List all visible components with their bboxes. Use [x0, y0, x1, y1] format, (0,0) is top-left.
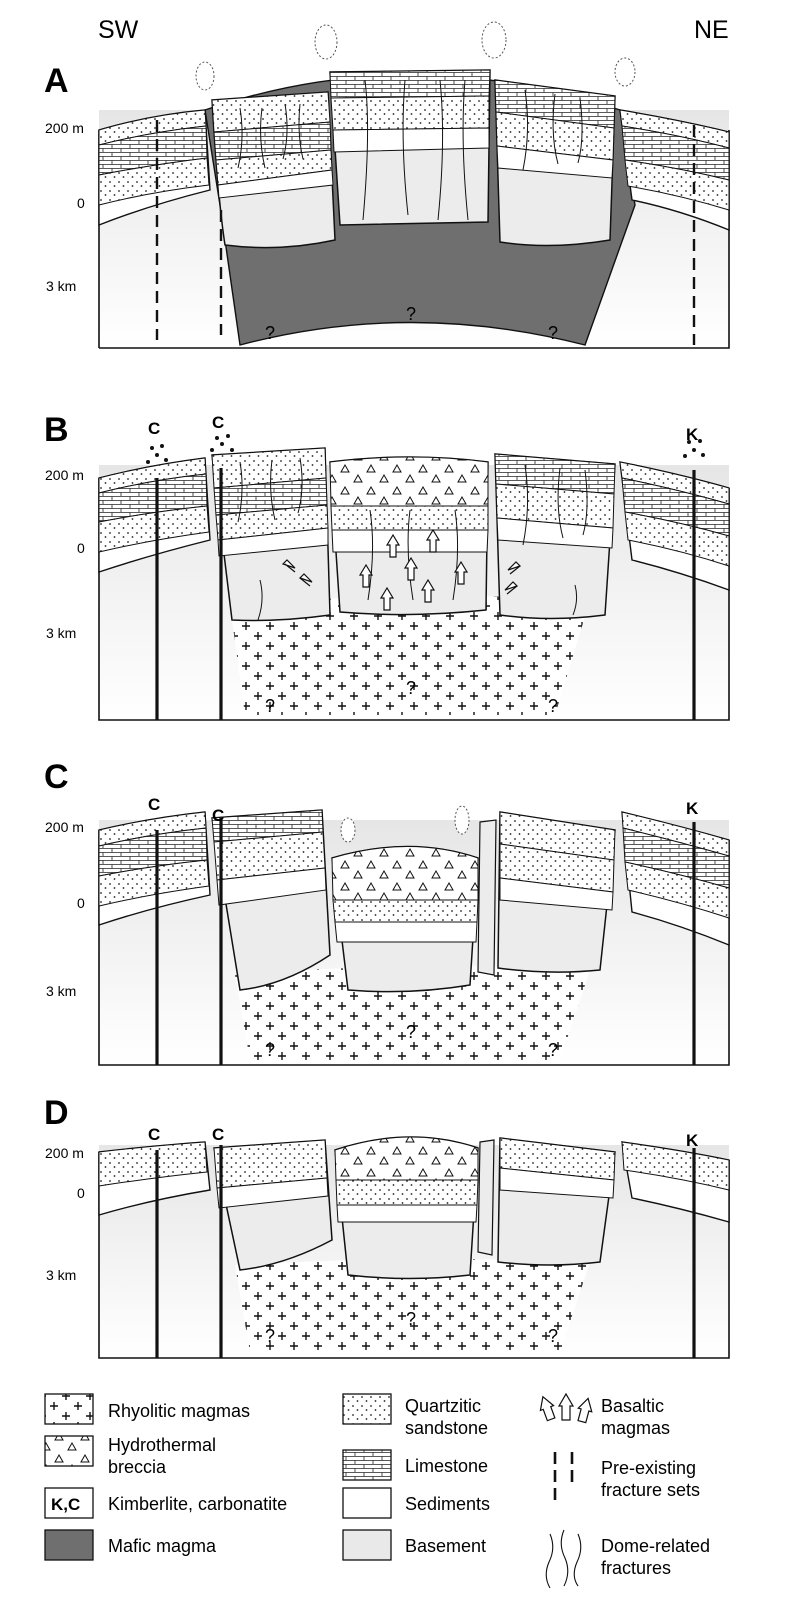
panel-d-letter: D: [44, 1094, 69, 1132]
legend-swatch-basement: [342, 1529, 392, 1561]
panel-c-depth-200m: 200 m: [45, 819, 84, 835]
legend-swatch-limestone: [342, 1449, 392, 1481]
panel-d-question-3: ?: [548, 1326, 558, 1346]
panel-d-depth-3km: 3 km: [46, 1267, 76, 1283]
legend-label-kc: Kimberlite, carbonatite: [108, 1494, 287, 1514]
panel-d-depth-0: 0: [77, 1185, 85, 1201]
panel-a-depth-200m: 200 m: [45, 120, 84, 136]
legend-swatch-basaltic-arrows: [539, 1392, 593, 1424]
panel-d-vent-label-1: C: [148, 1125, 160, 1144]
panel-c-depth-3km: 3 km: [46, 983, 76, 999]
panel-b: B 200 m 0 3 km: [44, 411, 730, 721]
panel-b-vent-label-3: K: [686, 425, 699, 444]
panel-b-question-1: ?: [265, 696, 275, 716]
legend-swatch-sediments: [342, 1487, 392, 1519]
legend-label-rhyolitic: Rhyolitic magmas: [108, 1401, 250, 1421]
panel-b-vent-label-1: C: [148, 419, 160, 438]
legend-label-quartzitic-2: sandstone: [405, 1418, 488, 1438]
panel-b-depth-0: 0: [77, 540, 85, 556]
legend-label-limestone: Limestone: [405, 1456, 488, 1476]
panel-b-letter: B: [44, 411, 69, 449]
panel-a: A 200 m 0 3 km: [44, 21, 730, 349]
panel-b-question-3: ?: [548, 696, 558, 716]
panel-a-depth-3km: 3 km: [46, 278, 76, 294]
panel-d-vent-label-2: C: [212, 1125, 224, 1144]
legend-swatch-rhyolitic: [44, 1393, 94, 1425]
legend-label-breccia-2: breccia: [108, 1457, 167, 1477]
panel-b-depth-200m: 200 m: [45, 467, 84, 483]
legend-swatch-mafic: [44, 1529, 94, 1561]
panel-c: C 200 m 0 3 km: [44, 758, 730, 1066]
legend-label-dome-1: Dome-related: [601, 1536, 710, 1556]
legend-swatch-quartzitic: [342, 1393, 392, 1425]
legend-swatch-dome-fractures: [545, 1529, 582, 1589]
panel-c-question-2: ?: [406, 1022, 416, 1042]
panel-b-question-2: ?: [406, 678, 416, 698]
panel-b-vent-label-2: C: [212, 413, 224, 432]
legend-swatch-preexisting-fractures: [553, 1452, 574, 1500]
panel-c-depth-0: 0: [77, 895, 85, 911]
panel-b-depth-3km: 3 km: [46, 625, 76, 641]
legend-label-basement: Basement: [405, 1536, 486, 1556]
panel-a-depth-0: 0: [77, 195, 85, 211]
panel-c-vent-label-2: C: [212, 806, 224, 825]
panel-d-depth-200m: 200 m: [45, 1145, 84, 1161]
orientation-sw-label: SW: [98, 16, 139, 44]
legend-swatch-kc: [44, 1487, 94, 1519]
legend-label-fracture-2: fracture sets: [601, 1480, 700, 1500]
panel-a-question-2: ?: [406, 304, 416, 324]
orientation-ne-label: NE: [694, 16, 729, 44]
legend: Rhyolitic magmas Hydrothermal breccia K,…: [44, 1392, 710, 1589]
panel-d: D 200 m 0 3 km C C K ? ? ?: [44, 1094, 730, 1359]
legend-label-mafic: Mafic magma: [108, 1536, 217, 1556]
legend-swatch-breccia: [44, 1435, 94, 1467]
legend-label-breccia-1: Hydrothermal: [108, 1435, 216, 1455]
legend-label-quartzitic-1: Quartzitic: [405, 1396, 481, 1416]
panel-c-question-3: ?: [548, 1040, 558, 1060]
legend-label-fracture-1: Pre-existing: [601, 1458, 696, 1478]
panel-a-letter: A: [44, 62, 69, 100]
legend-label-sediments: Sediments: [405, 1494, 490, 1514]
panel-c-question-1: ?: [265, 1040, 275, 1060]
panel-a-question-1: ?: [265, 323, 275, 343]
panel-d-vent-label-3: K: [686, 1131, 699, 1150]
legend-label-dome-2: fractures: [601, 1558, 671, 1578]
panel-c-vent-label-1: C: [148, 795, 160, 814]
panel-d-question-1: ?: [265, 1326, 275, 1346]
panel-c-letter: C: [44, 758, 69, 796]
panel-c-vent-label-3: K: [686, 799, 699, 818]
legend-swatch-kc-text: K,C: [51, 1495, 80, 1514]
legend-label-basaltic-1: Basaltic: [601, 1396, 664, 1416]
panel-a-question-3: ?: [548, 323, 558, 343]
panel-d-question-2: ?: [406, 1309, 416, 1329]
legend-label-basaltic-2: magmas: [601, 1418, 670, 1438]
